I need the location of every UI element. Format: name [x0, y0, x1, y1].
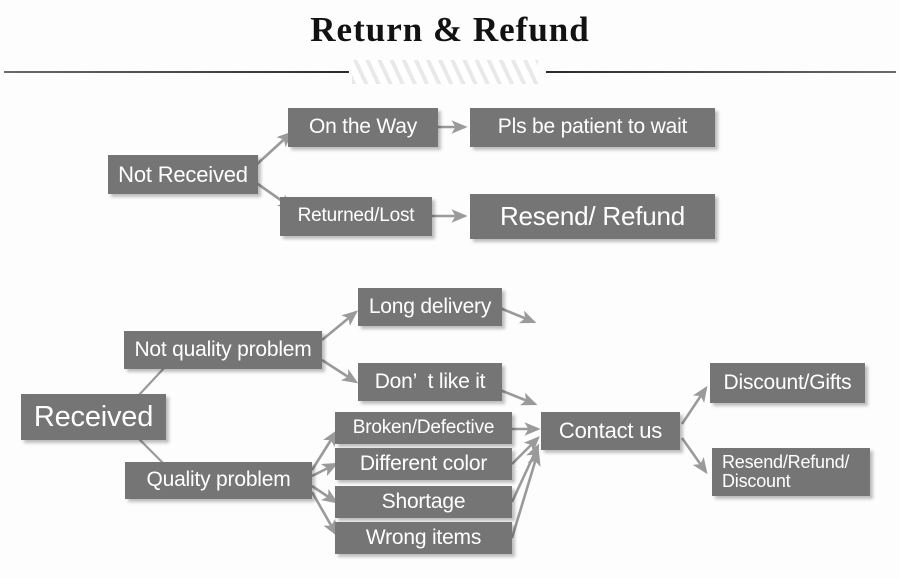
node-different-color[interactable]: Different color [335, 448, 512, 480]
section-divider [0, 60, 900, 84]
node-on-the-way[interactable]: On the Way [288, 108, 438, 147]
hatch-pattern-icon [352, 60, 538, 84]
divider-rule-right [546, 71, 896, 73]
divider-rule-left [4, 71, 349, 73]
node-returned-lost[interactable]: Returned/Lost [280, 197, 432, 236]
page-title: Return & Refund [310, 10, 590, 49]
node-contact-us[interactable]: Contact us [541, 412, 680, 450]
node-received[interactable]: Received [21, 394, 166, 440]
node-quality-problem[interactable]: Quality problem [125, 462, 312, 499]
node-not-quality-problem[interactable]: Not quality problem [124, 331, 322, 369]
node-resend-refund[interactable]: Resend/ Refund [470, 194, 715, 239]
node-discount-gifts[interactable]: Discount/Gifts [710, 363, 865, 403]
node-not-received[interactable]: Not Received [108, 155, 258, 194]
node-resend-refund-discount[interactable]: Resend/Refund/ Discount [712, 448, 870, 496]
node-shortage[interactable]: Shortage [335, 486, 512, 518]
node-broken-defective[interactable]: Broken/Defective [335, 412, 512, 444]
node-pls-be-patient[interactable]: Pls be patient to wait [470, 108, 715, 147]
node-long-delivery[interactable]: Long delivery [358, 288, 502, 326]
node-wrong-items[interactable]: Wrong items [335, 522, 512, 554]
node-dont-like-it[interactable]: Don’ t like it [358, 363, 502, 401]
